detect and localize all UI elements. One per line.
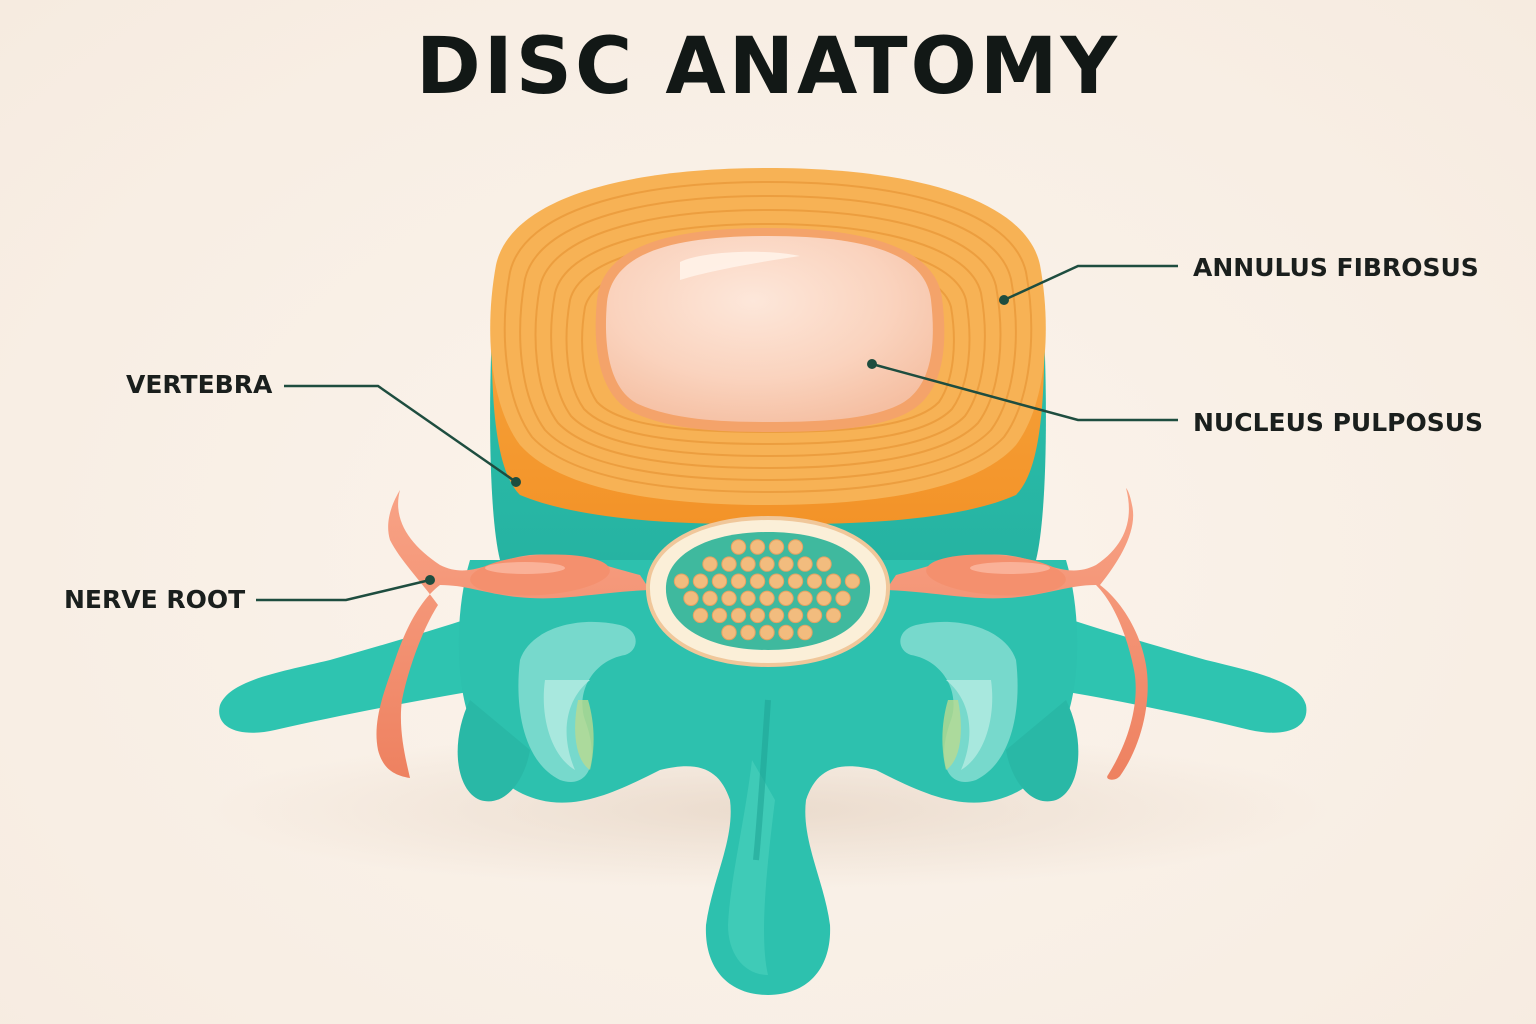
spinal-cord <box>648 518 888 665</box>
fascicle-dot <box>826 574 840 588</box>
fascicle-dot <box>845 574 859 588</box>
fascicle-dot <box>741 591 755 605</box>
label-annulus-fibrosus: ANNULUS FIBROSUS <box>1193 255 1479 280</box>
fascicle-dot <box>769 540 783 554</box>
fascicle-dot <box>779 625 793 639</box>
fascicle-dot <box>769 608 783 622</box>
fascicle-dot <box>750 574 764 588</box>
fascicle-dot <box>779 557 793 571</box>
fascicle-dot <box>798 625 812 639</box>
nucleus-pulposus <box>606 236 933 422</box>
fascicle-dot <box>769 574 783 588</box>
fascicle-dot <box>836 591 850 605</box>
fascicle-dot <box>807 608 821 622</box>
fascicle-dot <box>750 540 764 554</box>
fascicle-dot <box>722 557 736 571</box>
fascicle-dot <box>674 574 688 588</box>
fascicle-dot <box>741 557 755 571</box>
label-nerve-root: NERVE ROOT <box>64 587 245 612</box>
fascicle-dot <box>712 608 726 622</box>
nucleus-dot-icon <box>867 359 877 369</box>
fascicle-dot <box>826 608 840 622</box>
fascicle-dot <box>722 625 736 639</box>
fascicle-dot <box>731 540 745 554</box>
fascicle-dot <box>807 574 821 588</box>
leader-vertebra <box>284 386 516 482</box>
fascicle-dot <box>779 591 793 605</box>
fascicle-dot <box>817 557 831 571</box>
fascicle-dot <box>750 608 764 622</box>
label-nucleus-pulposus: NUCLEUS PULPOSUS <box>1193 410 1483 435</box>
fascicle-dot <box>741 625 755 639</box>
fascicle-dot <box>731 608 745 622</box>
fascicle-dot <box>760 591 774 605</box>
fascicle-dot <box>684 591 698 605</box>
annulus-dot-icon <box>999 295 1009 305</box>
left-ganglion-highlight <box>485 562 565 574</box>
fascicle-dot <box>798 591 812 605</box>
fascicle-dot <box>712 574 726 588</box>
fascicle-dot <box>788 540 802 554</box>
fascicle-dot <box>693 574 707 588</box>
fascicle-dot <box>798 557 812 571</box>
label-vertebra: VERTEBRA <box>126 372 272 397</box>
fascicle-dot <box>731 574 745 588</box>
fascicle-dot <box>703 591 717 605</box>
fascicle-dot <box>703 557 717 571</box>
vertebra-dot-icon <box>511 477 521 487</box>
fascicle-dot <box>817 591 831 605</box>
intervertebral-disc <box>490 168 1046 524</box>
fascicle-dot <box>788 608 802 622</box>
right-ganglion-highlight <box>970 562 1050 574</box>
fascicle-dot <box>722 591 736 605</box>
fascicle-dot <box>693 608 707 622</box>
fascicle-dot <box>760 625 774 639</box>
fascicle-dot <box>788 574 802 588</box>
nerve-dot-icon <box>425 575 435 585</box>
leader-nerve <box>256 580 430 600</box>
fascicle-dot <box>760 557 774 571</box>
